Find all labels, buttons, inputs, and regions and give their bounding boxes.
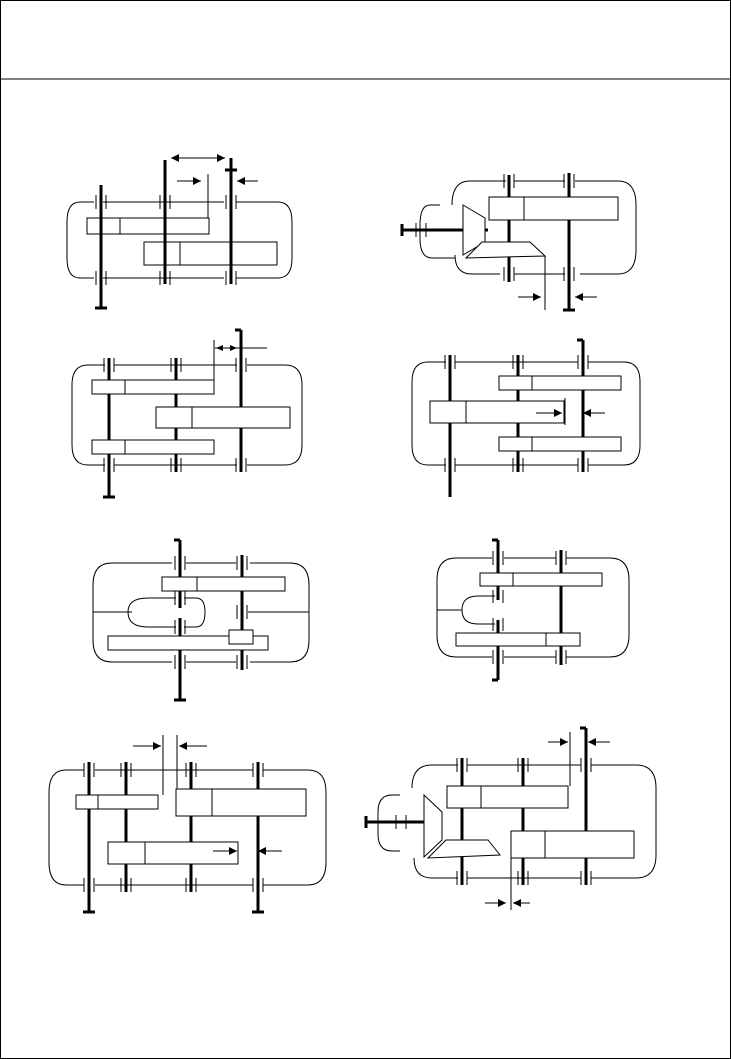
housing [591, 764, 657, 879]
housing [411, 361, 446, 466]
gear-pair-2 [510, 830, 635, 859]
gear-pair-3 [91, 439, 215, 455]
gear-pair-1 [498, 375, 622, 391]
gear-pair [488, 196, 619, 221]
gear-pair-2 [107, 841, 239, 865]
dimension-arrow [133, 735, 282, 855]
gear-pair-1 [75, 794, 159, 810]
gearbox-7 [48, 735, 327, 914]
gear-pair-2 [455, 632, 581, 647]
gear-pair-1 [161, 576, 286, 592]
housing [411, 764, 458, 789]
bevel-gear [464, 241, 547, 259]
dimension-arrow [485, 732, 610, 910]
housing [263, 769, 327, 886]
housing [48, 769, 84, 886]
housing [575, 180, 637, 275]
gear-pair-1 [91, 379, 215, 395]
housing [413, 857, 458, 879]
housing [451, 180, 506, 206]
bevel-pinion [423, 793, 443, 859]
gear-pair-1 [479, 572, 603, 587]
housing [454, 254, 500, 275]
housing [566, 557, 630, 658]
gear-pair-1 [446, 785, 569, 809]
dimension-arrow [518, 256, 597, 310]
housing [436, 557, 492, 658]
dimension-arrow [213, 340, 267, 380]
gear-pair-2 [107, 635, 269, 651]
gear-pair-3 [175, 788, 307, 817]
housing [236, 201, 293, 279]
gear-pair-2 [155, 406, 291, 429]
gearbox-3 [71, 328, 303, 499]
dimension-arrow [171, 154, 258, 218]
gear-pair-2 [143, 241, 278, 266]
housing [66, 201, 94, 279]
dimension-arrow [536, 398, 605, 425]
bevel-gear [426, 839, 502, 859]
gearbox-2 [400, 173, 637, 312]
gearbox-6 [436, 538, 630, 682]
gear-pair-2 [429, 400, 565, 424]
gearbox-1 [66, 154, 293, 310]
housing [588, 361, 641, 466]
housing [71, 364, 105, 466]
gear-pair-1 [86, 217, 210, 235]
housing [247, 364, 303, 466]
gearbox-5 [92, 538, 310, 702]
gearbox-4 [411, 338, 641, 497]
gearbox-8 [364, 726, 657, 910]
gear-pair-3 [498, 436, 622, 452]
